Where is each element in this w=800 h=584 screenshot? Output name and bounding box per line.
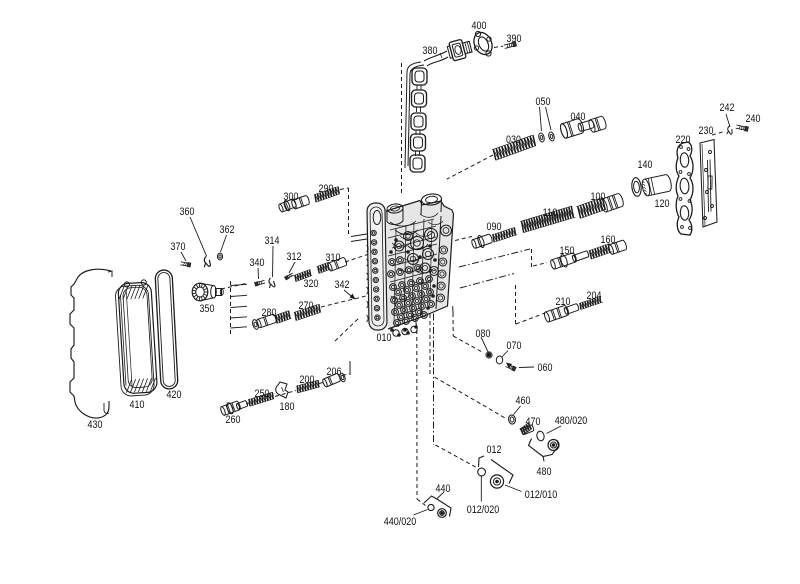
svg-text:070: 070 (507, 340, 522, 352)
svg-text:110: 110 (543, 207, 558, 219)
svg-text:012/010: 012/010 (525, 489, 557, 501)
svg-text:240: 240 (746, 113, 761, 125)
svg-text:314: 314 (265, 235, 280, 247)
svg-text:310: 310 (326, 252, 341, 264)
svg-text:390: 390 (507, 33, 522, 45)
svg-text:362: 362 (220, 224, 235, 236)
svg-text:060: 060 (538, 362, 553, 374)
svg-text:230: 230 (699, 125, 714, 137)
svg-text:480: 480 (537, 466, 552, 478)
svg-text:342: 342 (335, 279, 350, 291)
svg-text:350: 350 (200, 303, 215, 315)
svg-text:150: 150 (560, 245, 575, 257)
svg-text:290: 290 (319, 183, 334, 195)
svg-text:100: 100 (591, 191, 606, 203)
svg-text:312: 312 (287, 251, 302, 263)
svg-text:050: 050 (536, 96, 551, 108)
svg-text:220: 220 (676, 134, 691, 146)
svg-text:250: 250 (255, 388, 270, 400)
svg-text:420: 420 (167, 389, 182, 401)
svg-text:440: 440 (436, 483, 451, 495)
svg-text:300: 300 (284, 191, 299, 203)
svg-text:270: 270 (299, 300, 314, 312)
svg-text:242: 242 (720, 102, 735, 114)
svg-text:360: 360 (180, 206, 195, 218)
svg-text:080: 080 (476, 328, 491, 340)
svg-text:010: 010 (377, 332, 392, 344)
svg-text:180: 180 (280, 401, 295, 413)
svg-text:012: 012 (487, 444, 502, 456)
svg-text:200: 200 (300, 374, 315, 386)
svg-text:040: 040 (571, 111, 586, 123)
svg-text:430: 430 (88, 419, 103, 431)
svg-text:460: 460 (516, 395, 531, 407)
svg-text:380: 380 (423, 45, 438, 57)
svg-text:410: 410 (130, 399, 145, 411)
svg-text:480/020: 480/020 (555, 415, 587, 427)
svg-text:012/020: 012/020 (467, 504, 499, 516)
svg-text:204: 204 (587, 290, 602, 302)
svg-text:030: 030 (506, 134, 521, 146)
svg-text:320: 320 (304, 278, 319, 290)
svg-text:340: 340 (250, 257, 265, 269)
svg-text:120: 120 (655, 198, 670, 210)
svg-text:280: 280 (262, 307, 277, 319)
svg-text:470: 470 (526, 416, 541, 428)
svg-text:440/020: 440/020 (384, 516, 416, 528)
svg-text:400: 400 (472, 20, 487, 32)
svg-text:090: 090 (487, 221, 502, 233)
svg-text:206: 206 (327, 366, 342, 378)
svg-text:160: 160 (601, 234, 616, 246)
svg-text:370: 370 (171, 241, 186, 253)
svg-text:260: 260 (226, 414, 241, 426)
svg-text:140: 140 (638, 159, 653, 171)
svg-text:210: 210 (556, 296, 571, 308)
